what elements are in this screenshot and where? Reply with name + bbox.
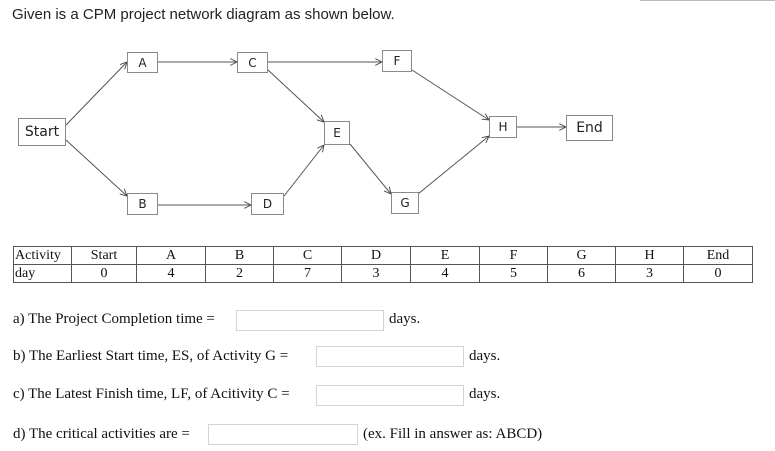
activity-cell: B — [205, 246, 274, 265]
edge-c-e — [267, 69, 324, 122]
activity-cell: Start — [71, 246, 137, 265]
activity-row: Activity Start A B C D E F G H End — [13, 246, 753, 265]
question-a-suffix: days. — [389, 311, 421, 327]
problem-title: Given is a CPM project network diagram a… — [12, 6, 395, 23]
activity-cell: End — [683, 246, 753, 265]
edge-e-g — [349, 143, 391, 194]
critical-activities-input[interactable] — [208, 424, 358, 445]
question-d-suffix: (ex. Fill in answer as: ABCD) — [363, 426, 543, 442]
node-d: D — [251, 193, 284, 215]
edge-g-h — [417, 136, 489, 195]
row-label-activity: Activity — [13, 246, 72, 265]
activity-cell: C — [273, 246, 342, 265]
node-start: Start — [18, 118, 66, 146]
activity-duration-table: Activity Start A B C D E F G H End day 0… — [13, 246, 753, 283]
day-cell: 5 — [479, 264, 548, 283]
node-end: End — [566, 115, 613, 141]
activity-cell: D — [341, 246, 411, 265]
node-h: H — [489, 116, 517, 138]
edge-start-b — [65, 139, 127, 196]
activity-cell: H — [615, 246, 684, 265]
day-cell: 0 — [71, 264, 137, 283]
day-row: day 0 4 2 7 3 4 5 6 3 0 — [13, 264, 753, 283]
day-cell: 2 — [205, 264, 274, 283]
node-f: F — [382, 50, 412, 72]
edge-d-e — [283, 145, 324, 197]
question-b-suffix: days. — [469, 348, 501, 364]
earliest-start-g-input[interactable] — [316, 346, 464, 367]
top-divider — [640, 0, 775, 1]
latest-finish-c-input[interactable] — [316, 385, 464, 406]
node-a: A — [127, 52, 158, 73]
day-cell: 6 — [547, 264, 616, 283]
node-g: G — [391, 192, 419, 214]
row-label-day: day — [13, 264, 72, 283]
activity-cell: A — [136, 246, 206, 265]
edge-start-a — [65, 62, 127, 126]
node-e: E — [324, 121, 350, 145]
day-cell: 4 — [136, 264, 206, 283]
edge-f-h — [411, 69, 489, 120]
question-c-label: c) The Latest Finish time, LF, of Acitiv… — [13, 386, 290, 402]
day-cell: 3 — [341, 264, 411, 283]
question-b-label: b) The Earliest Start time, ES, of Activ… — [13, 348, 289, 364]
activity-cell: F — [479, 246, 548, 265]
project-completion-time-input[interactable] — [236, 310, 384, 331]
day-cell: 0 — [683, 264, 753, 283]
day-cell: 3 — [615, 264, 684, 283]
node-b: B — [127, 193, 158, 215]
node-c: C — [237, 52, 268, 73]
day-cell: 4 — [410, 264, 480, 283]
cpm-network-diagram — [65, 0, 566, 240]
question-d-label: d) The critical activities are = — [13, 426, 190, 442]
activity-cell: G — [547, 246, 616, 265]
day-cell: 7 — [273, 264, 342, 283]
question-a-label: a) The Project Completion time = — [13, 311, 215, 327]
question-c-suffix: days. — [469, 386, 501, 402]
activity-cell: E — [410, 246, 480, 265]
